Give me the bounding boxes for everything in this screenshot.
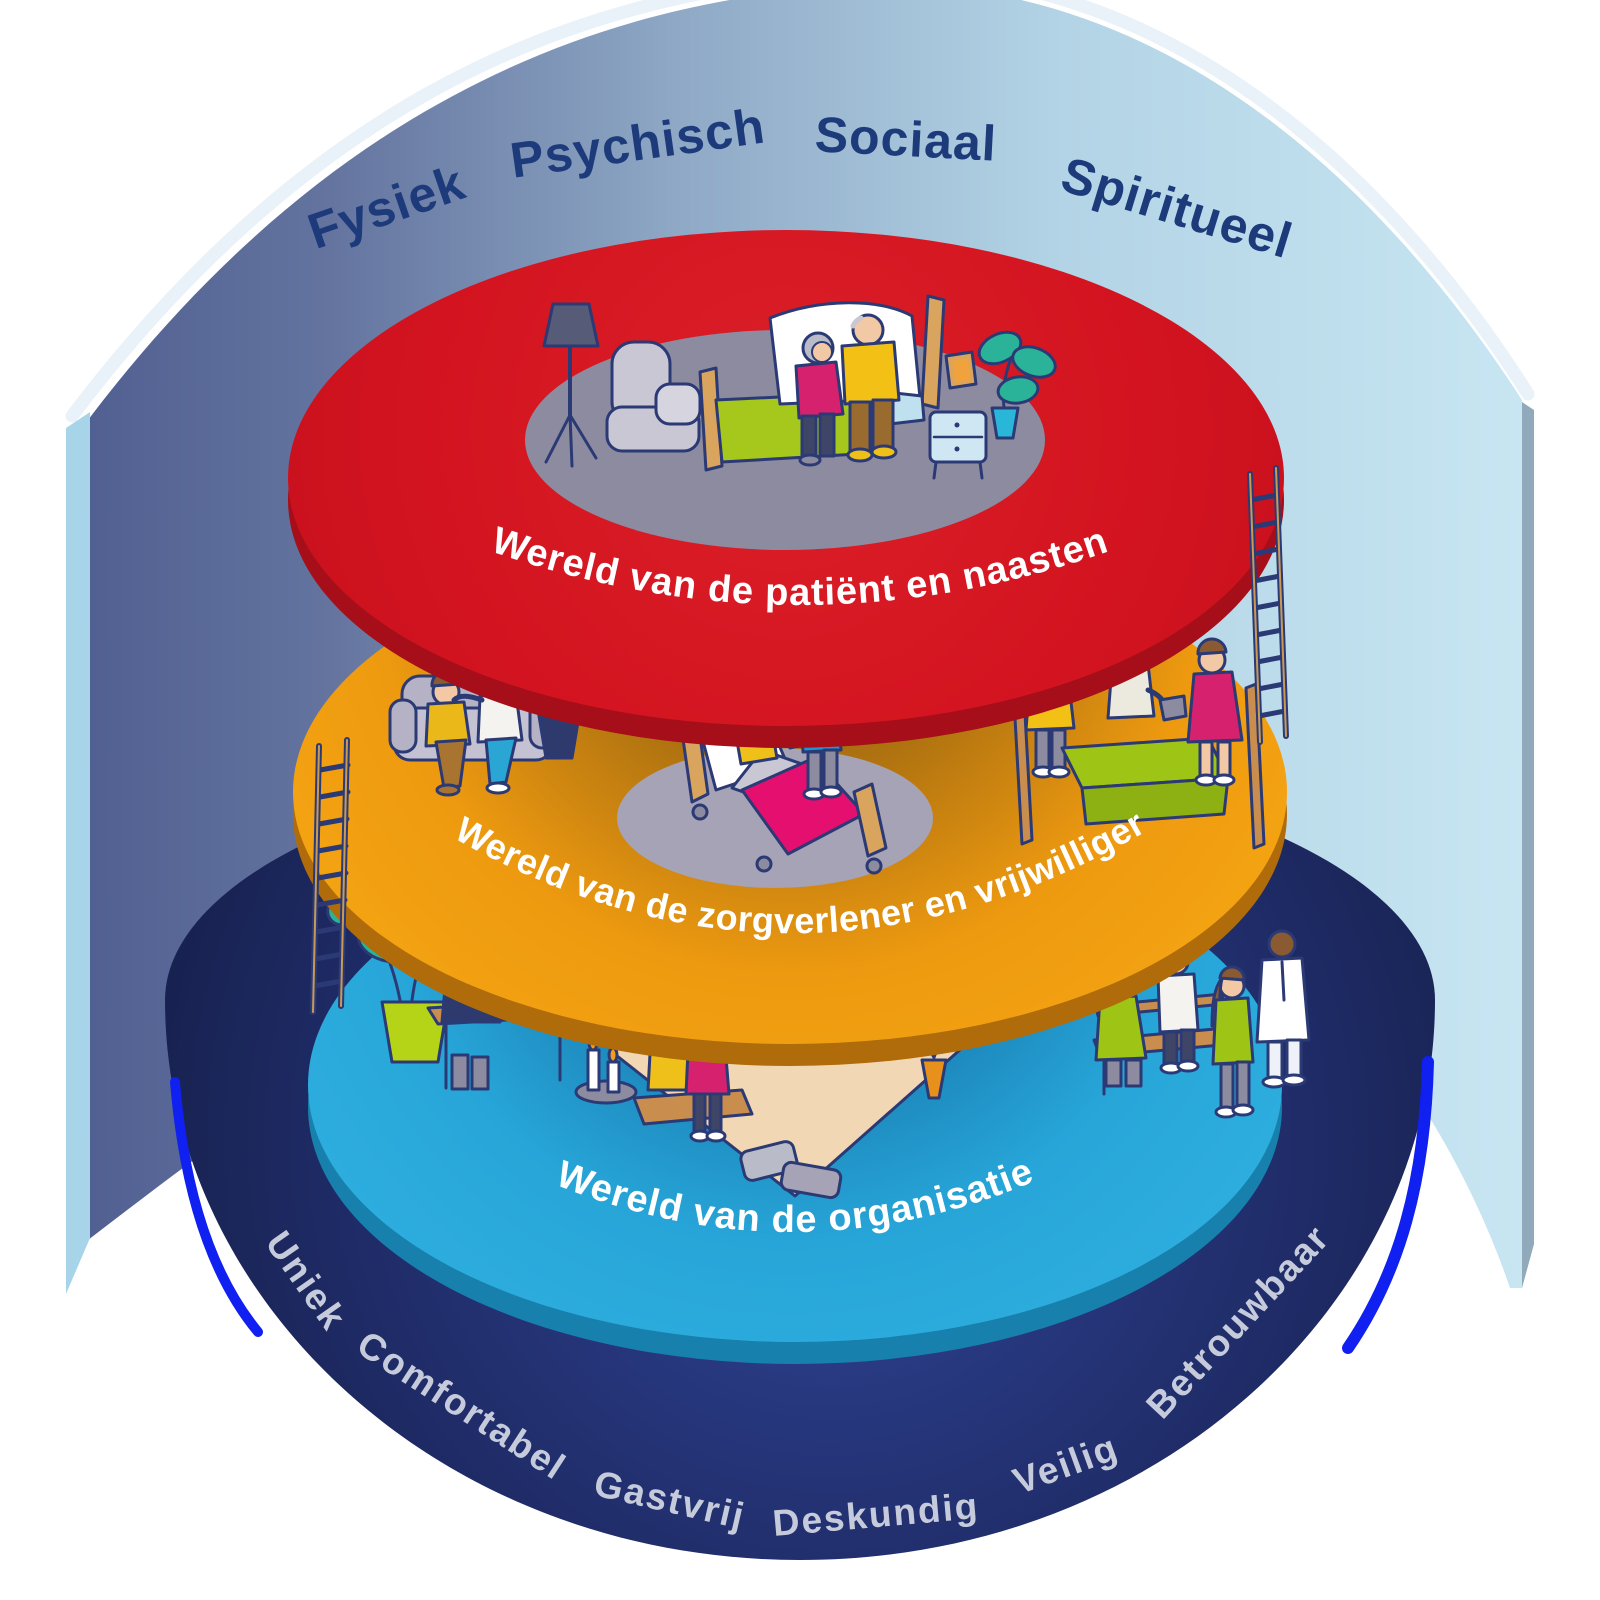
table-icon <box>1060 736 1230 826</box>
dimension-label-sociaal: Sociaal <box>813 106 998 171</box>
wall-top-highlight-edge <box>65 0 1535 423</box>
bed-with-family <box>698 294 946 472</box>
plant-icon <box>977 330 1057 440</box>
scene-patient-livingroom <box>525 294 1057 550</box>
layer-disc-patient: Wereld van de patiënt en naasten <box>288 230 1284 748</box>
floor-lamp-icon <box>542 302 600 468</box>
person-seated-pink <box>1186 637 1266 850</box>
ladder-icon <box>1247 465 1289 745</box>
ladder-icon <box>310 737 351 1015</box>
base-rim-accent-left <box>170 1077 263 1337</box>
base-rim-accent-right <box>1342 1056 1434 1354</box>
wall-right-edge <box>1522 402 1534 1288</box>
cushions-icon <box>739 1140 843 1200</box>
standing-doctor <box>1255 929 1311 1089</box>
nightstand-icon <box>928 350 988 480</box>
standing-woman-green <box>1210 965 1255 1119</box>
armchair-icon <box>605 340 702 453</box>
patient-man <box>840 313 901 463</box>
visitor-woman <box>794 331 845 467</box>
wall-left-edge <box>66 412 90 1294</box>
